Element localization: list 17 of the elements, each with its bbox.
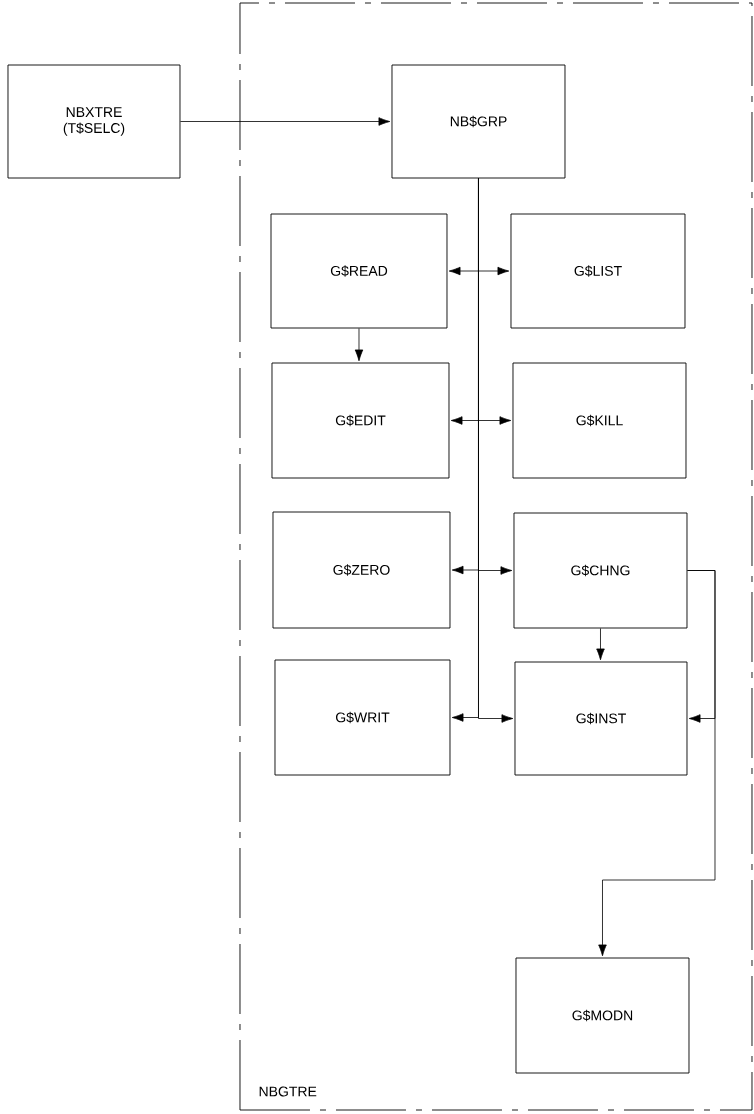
arrow	[180, 117, 391, 126]
arrow	[596, 628, 605, 661]
process-box: G$WRIT	[274, 659, 451, 776]
process-box: NBXTRE (T$SELC)	[7, 64, 181, 179]
arrow	[687, 570, 716, 723]
process-box: G$LIST	[510, 213, 686, 329]
process-box: G$READ	[270, 213, 448, 329]
process-box: NB$GRP	[391, 64, 566, 179]
process-box: G$CHNG	[513, 512, 688, 629]
arrow	[478, 178, 514, 723]
process-box: G$INST	[514, 661, 688, 776]
arrow	[354, 328, 364, 362]
process-box: G$EDIT	[271, 362, 450, 479]
process-box: G$KILL	[512, 362, 687, 479]
frame-label: NBGTRE	[259, 1086, 317, 1097]
process-box: G$ZERO	[272, 511, 451, 629]
process-box: G$MODN	[515, 957, 690, 1074]
